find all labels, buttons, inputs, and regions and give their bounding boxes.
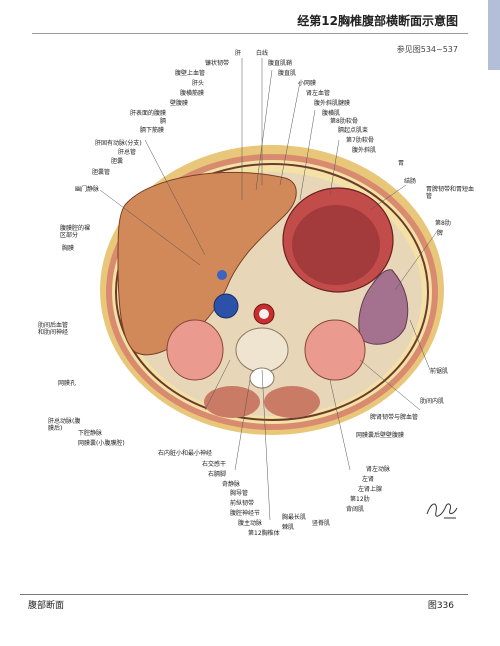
- label-colon: 结肠: [404, 178, 417, 185]
- label-8th-rib: 第8肋: [435, 220, 451, 227]
- label-common-hepatic-artery: 肝总动脉(腹膜后): [48, 418, 81, 432]
- label-external-oblique: 腹外斜肌: [352, 147, 377, 154]
- label-splenorenal-ligament: 脾肾韧带与脾血管: [370, 414, 419, 421]
- label-sympathetic-trunk: 右交感干: [202, 461, 227, 468]
- inferior-vena-cava: [213, 293, 239, 319]
- label-lesser-omentum: 小网膜: [298, 80, 317, 87]
- page-title: 经第12胸椎腹部横断面示意图: [297, 14, 458, 28]
- label-left-kidney: 左肾: [362, 476, 375, 483]
- leader-lines: [99, 58, 439, 521]
- label-transversus-abdominis: 腹横肌: [322, 110, 341, 117]
- label-lesser-sac: 网膜囊(小腹膜腔): [78, 440, 125, 447]
- label-parietal-peritoneum: 壁腹膜: [170, 100, 189, 107]
- label-azygos-vein: 奇静脉: [222, 481, 241, 488]
- label-posterior-peritoneum: 网膜囊后壁壁腹膜: [356, 432, 405, 439]
- section-title: 腹部断面: [28, 601, 65, 611]
- label-7th-costal-cartilage: 第7肋软骨: [346, 137, 374, 144]
- label-spleen: 脾: [437, 230, 444, 237]
- label-liver-peritoneum: 肝表面的腹膜: [130, 110, 167, 117]
- label-liver-head: 肝头: [192, 80, 205, 87]
- right-kidney: [166, 319, 224, 381]
- cross-reference: 参见图534~537: [396, 45, 458, 54]
- liver: [117, 171, 297, 356]
- label-longissimus: 胸最长肌: [282, 514, 307, 521]
- t12-vertebral-body: [235, 327, 289, 373]
- label-subdiaphragmatic-fascia: 膈下筋膜: [140, 127, 165, 134]
- label-cystic-duct: 胆囊管: [92, 169, 111, 176]
- label-12th-rib: 第12肋: [350, 496, 370, 503]
- label-diaphragm-top: 膈: [160, 118, 167, 125]
- label-liver: 肝: [235, 50, 242, 57]
- stomach-lumen: [292, 205, 380, 285]
- label-internal-intercostal: 肋间内肌: [420, 398, 445, 405]
- label-anterior-longitudinal-ligament: 前纵韧带: [230, 500, 255, 507]
- label-splanchnic-nerves: 右内脏小和最小神经: [158, 450, 213, 457]
- footer-rule: [20, 594, 468, 595]
- label-posterior-intercostal: 肋间后血管和肋间神经: [38, 322, 69, 336]
- left-erector-spinae: [264, 386, 320, 418]
- label-left-suprarenal: 左肾上腺: [358, 486, 383, 493]
- spinal-cord: [249, 367, 275, 389]
- artist-signature: [426, 503, 458, 519]
- figure-number: 图336: [427, 601, 454, 611]
- label-diaphragm-origin-fibers: 膈起点肌束: [338, 127, 369, 134]
- label-rectus-sheath: 腹直肌鞘: [268, 60, 293, 67]
- label-t12-body: 第12胸椎体: [248, 530, 280, 537]
- chapter-edge-tab: [488, 0, 500, 70]
- portal-vein: [217, 270, 227, 280]
- label-celiac-ganglion: 腹腔神经节: [230, 510, 261, 517]
- label-erector-spinae: 竖脊肌: [312, 520, 331, 527]
- aorta-lumen: [259, 309, 269, 319]
- label-renal-vessels: 肾左血管: [306, 90, 331, 97]
- header-rule: [32, 33, 468, 34]
- label-pyloric-vein: 幽门静脉: [75, 186, 100, 193]
- label-right-crus: 右膈脚: [208, 471, 227, 478]
- label-left-renal-artery: 肾左动脉: [366, 466, 391, 473]
- label-serratus-anterior: 前锯肌: [430, 368, 449, 375]
- label-bare-area: 腹膜腔的裸区部分: [60, 225, 91, 239]
- left-kidney: [304, 319, 366, 381]
- label-falciform-ligament: 镰状韧带: [205, 60, 230, 67]
- label-common-hepatic-duct: 肝总管: [118, 149, 137, 156]
- label-superior-epigastric-vessels: 腹壁上血管: [175, 70, 206, 77]
- diaphragm-outline: [115, 163, 429, 421]
- label-pleura: 胸膜: [62, 245, 75, 252]
- label-8th-costal-cartilage: 第8肋软骨: [330, 118, 358, 125]
- label-spinalis: 棘肌: [282, 524, 295, 531]
- label-transversalis-fascia: 腹横筋膜: [180, 90, 205, 97]
- label-rectus-abdominis: 腹直肌: [278, 70, 297, 77]
- label-external-oblique-aponeurosis: 腹外斜肌腱膜: [314, 100, 351, 107]
- label-ivc: 下腔静脉: [78, 430, 103, 437]
- label-gallbladder: 胆囊: [111, 158, 124, 165]
- label-linea-alba: 白线: [256, 50, 269, 57]
- label-latissimus-dorsi: 背阔肌: [346, 506, 365, 513]
- label-stomach: 胃: [398, 160, 405, 167]
- right-erector-spinae: [204, 386, 260, 418]
- label-proper-hepatic-artery: 肝固有动脉(分支): [95, 140, 142, 147]
- label-omental-foramen: 网膜孔: [58, 380, 77, 387]
- label-abdominal-aorta: 腹主动脉: [238, 520, 263, 527]
- label-gastrosplenic-ligament: 胃脾韧带和胃短血管: [426, 186, 475, 200]
- label-thoracic-duct: 胸导管: [230, 490, 249, 497]
